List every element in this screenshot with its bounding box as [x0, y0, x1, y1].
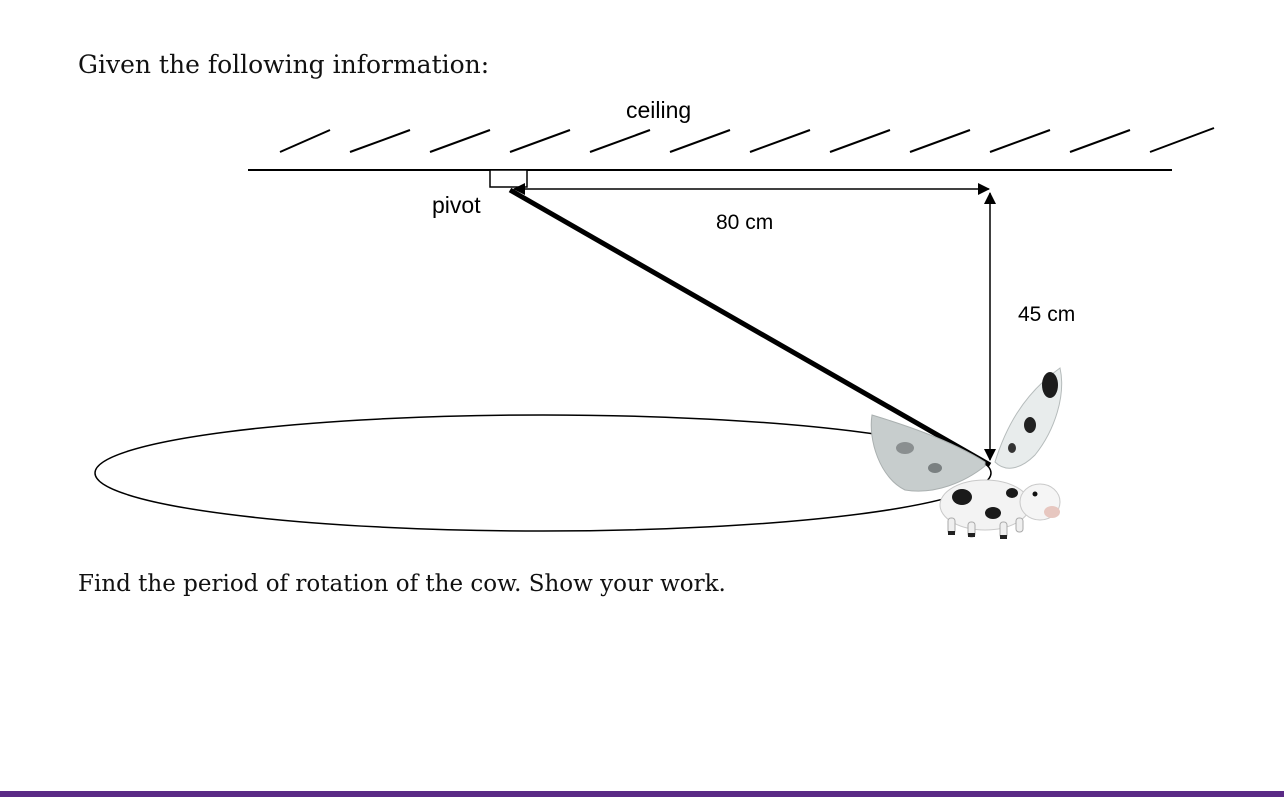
flying-cow-icon — [870, 367, 1063, 539]
bottom-accent-bar — [0, 791, 1284, 797]
horizontal-distance-label: 80 cm — [716, 211, 773, 234]
rotation-path-ellipse — [94, 414, 992, 532]
vertical-distance-label: 45 cm — [1018, 303, 1075, 326]
pivot-label: pivot — [432, 192, 481, 218]
pendulum-string — [508, 187, 992, 468]
intro-text: Given the following information: — [78, 50, 490, 79]
pivot-mount — [489, 169, 528, 188]
ceiling-hatching — [279, 127, 1215, 153]
ceiling-label: ceiling — [626, 97, 691, 123]
question-text: Find the period of rotation of the cow. … — [78, 571, 726, 597]
